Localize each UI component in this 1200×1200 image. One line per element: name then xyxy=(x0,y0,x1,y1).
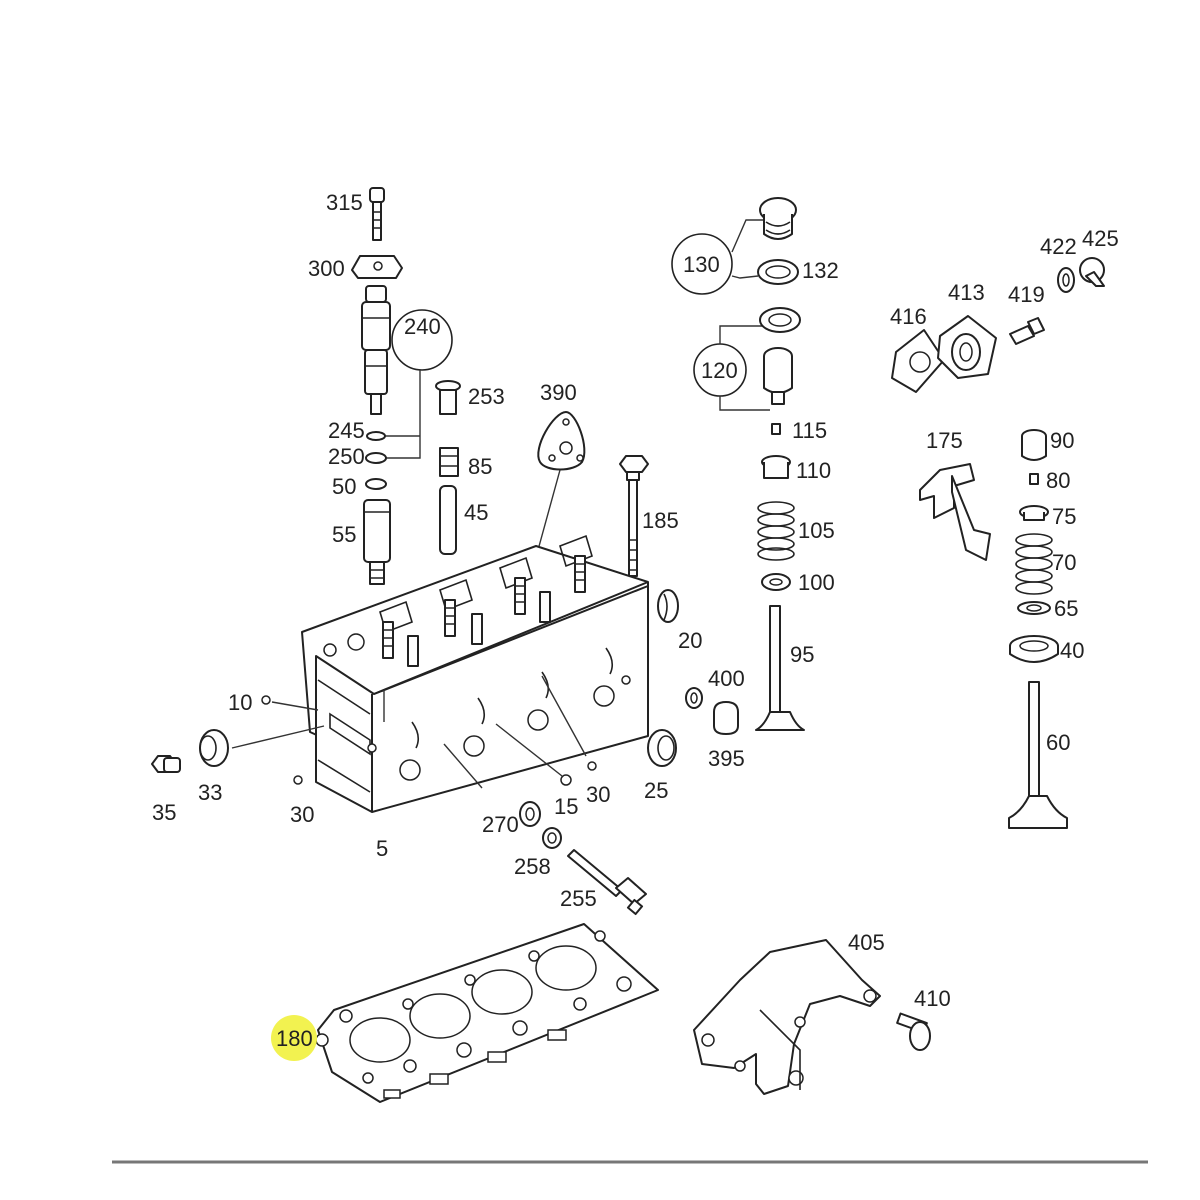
label-80: 80 xyxy=(1046,468,1070,493)
sleeve-55 xyxy=(363,499,391,585)
label-180: 180 xyxy=(276,1026,313,1051)
label-410: 410 xyxy=(914,986,951,1011)
glow-plug-255 xyxy=(567,849,647,916)
plug-425 xyxy=(1079,257,1105,287)
label-132: 132 xyxy=(802,258,839,283)
label-300: 300 xyxy=(308,256,345,281)
label-25: 25 xyxy=(644,778,668,803)
label-65: 65 xyxy=(1054,596,1078,621)
spring-105 xyxy=(757,501,795,561)
washer-65 xyxy=(1017,601,1051,615)
label-255: 255 xyxy=(560,886,597,911)
part-labels: 315 300 240 253 390 245 250 85 50 45 55 … xyxy=(152,190,1119,1051)
label-390: 390 xyxy=(540,380,577,405)
ring-120-top xyxy=(759,307,801,333)
label-405: 405 xyxy=(848,930,885,955)
head-gasket-180 xyxy=(317,923,659,1103)
clamp-300 xyxy=(351,255,403,279)
injector-240 xyxy=(361,285,391,415)
label-5: 5 xyxy=(376,836,388,861)
label-110: 110 xyxy=(796,458,831,483)
cap-253 xyxy=(435,380,461,415)
plug-395 xyxy=(713,701,739,735)
label-90: 90 xyxy=(1050,428,1074,453)
label-105: 105 xyxy=(798,518,835,543)
label-60: 60 xyxy=(1046,730,1070,755)
label-258: 258 xyxy=(514,854,551,879)
ring-132 xyxy=(757,259,799,285)
label-120: 120 xyxy=(701,358,738,383)
rocker-175 xyxy=(919,463,991,561)
plug-33 xyxy=(199,729,229,767)
valve-95 xyxy=(755,605,805,731)
label-395: 395 xyxy=(708,746,745,771)
label-270: 270 xyxy=(482,812,519,837)
label-425: 425 xyxy=(1082,226,1119,251)
label-50: 50 xyxy=(332,474,356,499)
plug-25 xyxy=(647,729,677,767)
label-20: 20 xyxy=(678,628,702,653)
label-422: 422 xyxy=(1040,234,1077,259)
bolt-315 xyxy=(369,187,385,241)
label-100: 100 xyxy=(798,570,835,595)
label-185: 185 xyxy=(642,508,679,533)
washer-422 xyxy=(1057,267,1075,293)
guide-45 xyxy=(439,485,457,555)
label-240: 240 xyxy=(404,314,441,339)
label-413: 413 xyxy=(948,280,985,305)
label-130: 130 xyxy=(683,252,720,277)
label-70: 70 xyxy=(1052,550,1076,575)
screw-plug-35 xyxy=(151,755,181,773)
label-95: 95 xyxy=(790,642,814,667)
gasket-416 xyxy=(891,329,945,393)
seal-85 xyxy=(439,447,459,477)
retainer-75 xyxy=(1019,505,1049,521)
plate-390 xyxy=(537,411,586,471)
washer-400 xyxy=(685,687,703,709)
seat-100 xyxy=(761,573,791,591)
label-416: 416 xyxy=(890,304,927,329)
label-175: 175 xyxy=(926,428,963,453)
label-315: 315 xyxy=(326,190,363,215)
tappet-120 xyxy=(763,347,793,405)
label-10: 10 xyxy=(228,690,252,715)
label-250: 250 xyxy=(328,444,365,469)
housing-413 xyxy=(937,315,997,379)
bolt-419 xyxy=(1009,317,1045,345)
label-245: 245 xyxy=(328,418,365,443)
label-15: 15 xyxy=(554,794,578,819)
washer-258 xyxy=(542,827,562,849)
label-75: 75 xyxy=(1052,504,1076,529)
bolt-410 xyxy=(896,1012,931,1051)
tappet-90 xyxy=(1021,429,1047,461)
label-30-left: 30 xyxy=(290,802,314,827)
label-30-right: 30 xyxy=(586,782,610,807)
plug-20 xyxy=(657,589,679,623)
label-400: 400 xyxy=(708,666,745,691)
label-33: 33 xyxy=(198,780,222,805)
bracket-405 xyxy=(693,939,881,1095)
cylinder-head-5 xyxy=(301,534,649,813)
seal-270 xyxy=(519,801,541,827)
seat-ring-40 xyxy=(1009,635,1059,663)
label-40: 40 xyxy=(1060,638,1084,663)
label-419: 419 xyxy=(1008,282,1045,307)
label-253: 253 xyxy=(468,384,505,409)
spring-70 xyxy=(1015,533,1053,595)
retainer-110 xyxy=(761,455,791,479)
label-85: 85 xyxy=(468,454,492,479)
cap-130 xyxy=(759,197,797,240)
bolt-185 xyxy=(619,455,649,577)
label-35: 35 xyxy=(152,800,176,825)
label-55: 55 xyxy=(332,522,356,547)
label-45: 45 xyxy=(464,500,488,525)
label-115: 115 xyxy=(792,418,827,443)
valve-60 xyxy=(1008,681,1068,829)
highlight-marker-180 xyxy=(271,1015,317,1061)
